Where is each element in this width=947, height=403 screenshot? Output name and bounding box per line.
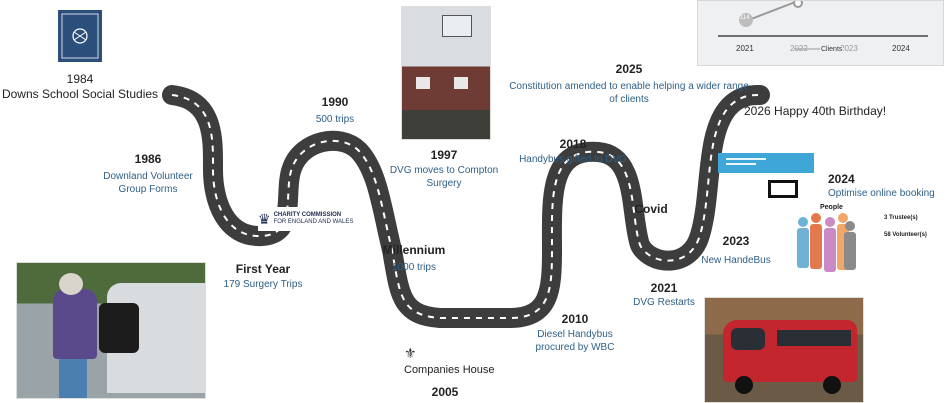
milestone-2021: 2021 DVG Restarts [633,281,695,308]
clients-mini-chart: 114 2021 2022 2023 2024 Clients [697,0,944,66]
milestone-2010: 2010 Diesel Handybus procured by WBC [535,312,615,353]
milestone-2025: 2025 Constitution amended to enable help… [509,62,749,105]
tick-2021: 2021 [736,44,754,53]
milestone-2023: 2023 New HandeBus [701,234,771,266]
laptop-icon [768,180,798,198]
milestone-1984: 1984 Downs School Social Studies [1,72,159,101]
compton-surgery-photo [401,6,491,140]
companies-house-logo: ⚜ Companies House [404,345,495,376]
milestone-first-year: First Year 179 Surgery Trips [223,262,303,290]
milestone-2018: 2018 Handybus gifted to DVG [519,137,627,165]
milestone-1997: 1997 DVG moves to Compton Surgery [389,148,499,189]
booking-banner-image [718,153,814,173]
milestone-2024: 2024 Optimise online booking [828,172,935,199]
people-title: People [820,204,843,211]
milestone-covid: Covid [634,202,668,216]
volunteers-count: 58 Volunteer(s) [884,232,927,238]
crest-icon: ⚜ [404,345,417,361]
volunteer-car-photo [16,262,206,399]
mini-chart-lines [718,1,928,50]
tick-2024: 2024 [892,44,910,53]
milestone-2005: 2005 [431,385,459,399]
trustees-count: 3 Trustee(s) [884,215,918,221]
milestone-1986: 1986 Downland Volunteer Group Forms [103,152,193,195]
crown-icon: ♛ [258,210,271,227]
milestone-1990: 1990 500 trips [315,95,355,125]
tick-2023: 2023 [840,44,858,53]
milestone-millennium: Millennium 1000 trips [382,243,446,273]
handebus-photo [704,297,864,403]
tick-2022: 2022 [790,44,808,53]
milestone-2026: 2026 Happy 40th Birthday! [744,104,887,118]
downs-school-crest [58,10,102,62]
mini-chart-legend: Clients [820,46,844,53]
mini-chart-point-label: 114 [740,15,750,21]
